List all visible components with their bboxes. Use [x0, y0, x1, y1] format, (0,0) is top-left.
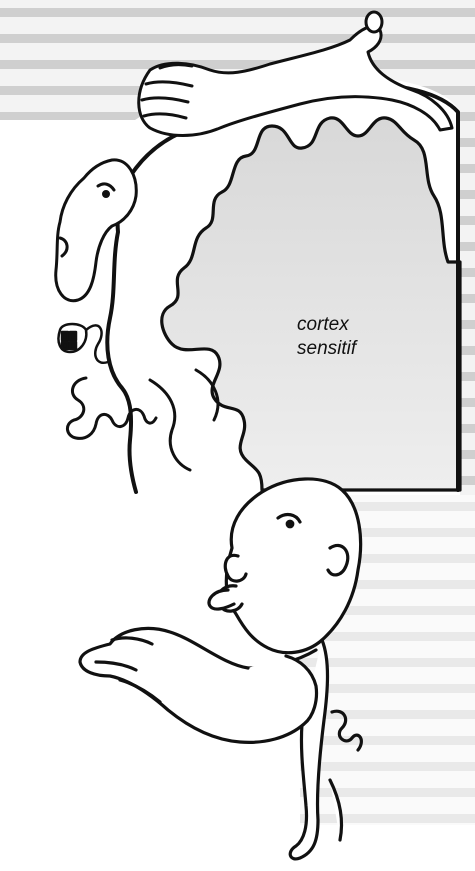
cortex-label: cortex sensitif [297, 313, 407, 361]
cortex-label-line1: cortex [297, 313, 407, 337]
cortex-label-line2: sensitif [297, 337, 407, 361]
